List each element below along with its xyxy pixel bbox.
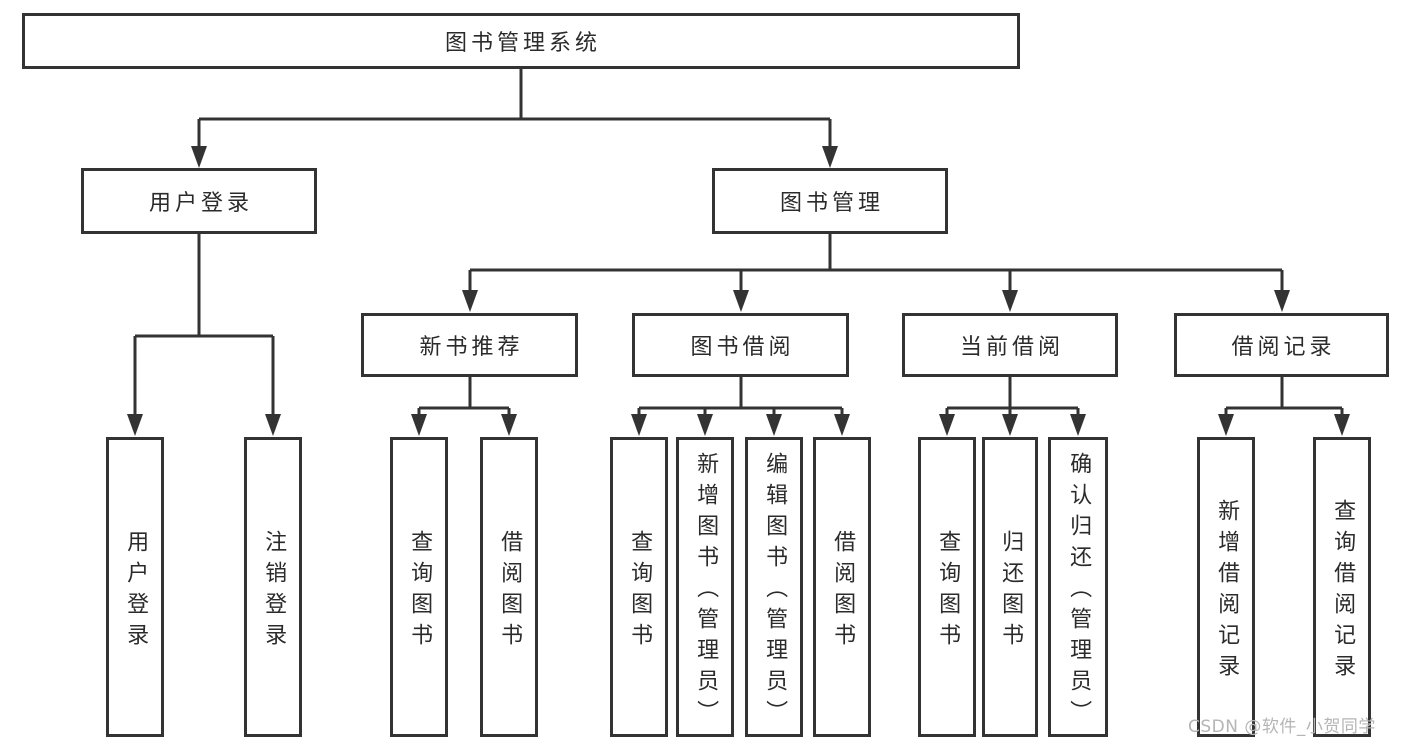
node-user-login: 用户登录 [81, 168, 317, 234]
node-label: 查询图书 [627, 529, 653, 654]
leaf-return-books: 归还图书 [982, 437, 1038, 737]
node-label: 图书管理系统 [444, 31, 601, 56]
node-label: 借阅记录 [1231, 335, 1336, 360]
arrow-down-icons [127, 146, 1350, 436]
node-label: 查询图书 [935, 529, 961, 654]
leaf-borrow-books-recommend: 借阅图书 [480, 437, 538, 737]
node-label: 确认归还（管理员） [1066, 452, 1092, 731]
leaf-query-books-borrowing: 查询图书 [610, 437, 668, 737]
leaf-borrow-books: 借阅图书 [813, 437, 871, 737]
csdn-watermark: CSDN @软件_小贺同学 [1188, 717, 1376, 737]
node-library-management-system: 图书管理系统 [22, 13, 1020, 69]
leaf-logout: 注销登录 [244, 437, 302, 737]
node-current-borrowing: 当前借阅 [902, 313, 1118, 377]
node-label: 查询图书 [407, 529, 433, 654]
node-label: 归还图书 [998, 529, 1024, 654]
node-label: 图书管理 [779, 191, 884, 216]
node-label: 用户登录 [148, 191, 253, 216]
leaf-user-login: 用户登录 [106, 437, 164, 737]
leaf-edit-books-admin: 编辑图书（管理员） [745, 437, 803, 737]
node-label: 查询借阅记录 [1330, 498, 1356, 685]
node-label: 新增图书（管理员） [693, 452, 719, 731]
node-book-management: 图书管理 [712, 168, 948, 234]
node-label: 注销登录 [261, 529, 287, 654]
node-book-borrowing: 图书借阅 [632, 313, 849, 377]
node-label: 新增借阅记录 [1214, 498, 1240, 685]
leaf-add-borrow-record: 新增借阅记录 [1197, 437, 1255, 737]
node-label: 借阅图书 [830, 529, 856, 654]
node-new-book-recommend: 新书推荐 [361, 313, 578, 377]
node-label: 借阅图书 [497, 529, 523, 654]
leaf-query-borrow-record: 查询借阅记录 [1313, 437, 1371, 737]
node-label: 编辑图书（管理员） [762, 452, 788, 731]
leaf-query-books-current: 查询图书 [918, 437, 976, 737]
connector-lines [133, 69, 1344, 416]
leaf-query-books-recommend: 查询图书 [390, 437, 448, 737]
leaf-confirm-return-admin: 确认归还（管理员） [1048, 437, 1108, 737]
node-borrowing-records: 借阅记录 [1174, 313, 1389, 377]
node-label: 图书借阅 [690, 335, 795, 360]
node-label: 用户登录 [123, 529, 149, 654]
leaf-add-books-admin: 新增图书（管理员） [676, 437, 734, 737]
node-label: 当前借阅 [959, 335, 1064, 360]
node-label: 新书推荐 [419, 335, 524, 360]
